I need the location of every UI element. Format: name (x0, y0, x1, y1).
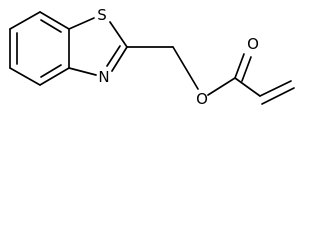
bond-ch2-o (172, 46, 199, 90)
bond-c2-n (111, 46, 128, 72)
bond-benzene-6 (9, 11, 41, 30)
side-chain (126, 46, 295, 105)
atom-label-nitrogen: N (98, 68, 109, 86)
bond-benzene-inner-2 (40, 64, 62, 78)
structure-canvas: S N O O (0, 0, 298, 118)
bond-c7a-s (68, 17, 95, 30)
bond-vinyl-1 (259, 80, 292, 97)
bond-benzene-inner-1 (40, 19, 62, 33)
thiazole-ring (68, 17, 128, 76)
bond-vinyl-2 (261, 87, 295, 105)
bond-benzene-1 (39, 11, 70, 30)
atom-label-ester-oxygen: O (196, 90, 208, 108)
bond-carbonyl-o-2 (241, 56, 252, 82)
bond-n-c3a (68, 67, 97, 76)
bond-carbonyl-o-1 (234, 53, 245, 79)
bond-benzene-3 (39, 67, 70, 86)
bond-c2-n-double (106, 45, 121, 67)
bond-carbonyl-vinyl (234, 77, 261, 97)
bond-o-carbonyl (207, 77, 236, 96)
bond-s-c2 (109, 21, 128, 48)
atom-label-carbonyl-oxygen: O (247, 35, 259, 53)
benzene-ring (9, 11, 70, 86)
bond-benzene-4 (9, 67, 41, 86)
atom-label-sulfur: S (97, 6, 107, 24)
benzothiazole-methyl-acrylate-structure: S N O O (9, 6, 295, 108)
